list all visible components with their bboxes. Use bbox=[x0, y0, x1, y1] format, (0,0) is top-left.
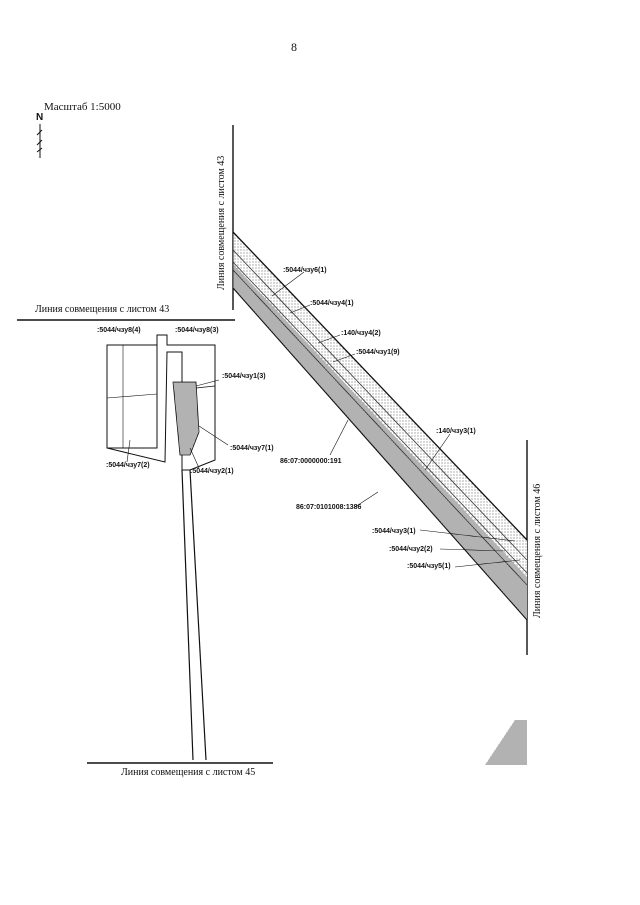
parcel-label: :5044/чзу6(1) bbox=[283, 267, 327, 274]
parcel-label: :5044/чзу8(4) bbox=[97, 327, 141, 334]
parcel-label: :5044/чзу2(2) bbox=[389, 546, 433, 553]
match-line-label-sheet43-horizontal: Линия совмещения с листом 43 bbox=[35, 304, 169, 315]
page-number: 8 bbox=[291, 40, 297, 54]
scale-label: Масштаб 1:5000 bbox=[44, 101, 121, 113]
north-letter: N bbox=[36, 112, 44, 123]
match-line-label-sheet45: Линия совмещения с листом 45 bbox=[121, 767, 255, 778]
parcel-label: :5044/чзу7(2) bbox=[106, 462, 150, 469]
match-line-label-sheet46: Линия совмещения с листом 46 bbox=[532, 484, 543, 618]
parcel-label: :5044/чзу3(1) bbox=[372, 528, 416, 535]
leader-lines bbox=[126, 271, 521, 568]
left-parcels bbox=[106, 334, 216, 761]
parcel-label: :5044/чзу2(1) bbox=[190, 468, 234, 475]
north-arrow-icon bbox=[36, 124, 43, 158]
parcel-label: 86:07:0000000:191 bbox=[280, 458, 342, 465]
parcel-label: :5044/чзу4(1) bbox=[310, 300, 354, 307]
parcel-label: :140/чзу4(2) bbox=[341, 330, 381, 337]
parcel-label: :5044/чзу1(3) bbox=[222, 373, 266, 380]
hatched-fragment bbox=[485, 720, 527, 765]
parcel-label: :140/чзу3(1) bbox=[436, 428, 476, 435]
parcel-label: :5044/чзу1(9) bbox=[356, 349, 400, 356]
parcel-label: 86:07:0101008:1386 bbox=[296, 504, 361, 511]
corridor-strip bbox=[232, 231, 528, 621]
match-line-label-sheet43-vertical: Линия совмещения с листом 43 bbox=[216, 156, 227, 290]
parcel-label: :5044/чзу7(1) bbox=[230, 445, 274, 452]
parcel-label: :5044/чзу8(3) bbox=[175, 327, 219, 334]
parcel-label: :5044/чзу5(1) bbox=[407, 563, 451, 570]
